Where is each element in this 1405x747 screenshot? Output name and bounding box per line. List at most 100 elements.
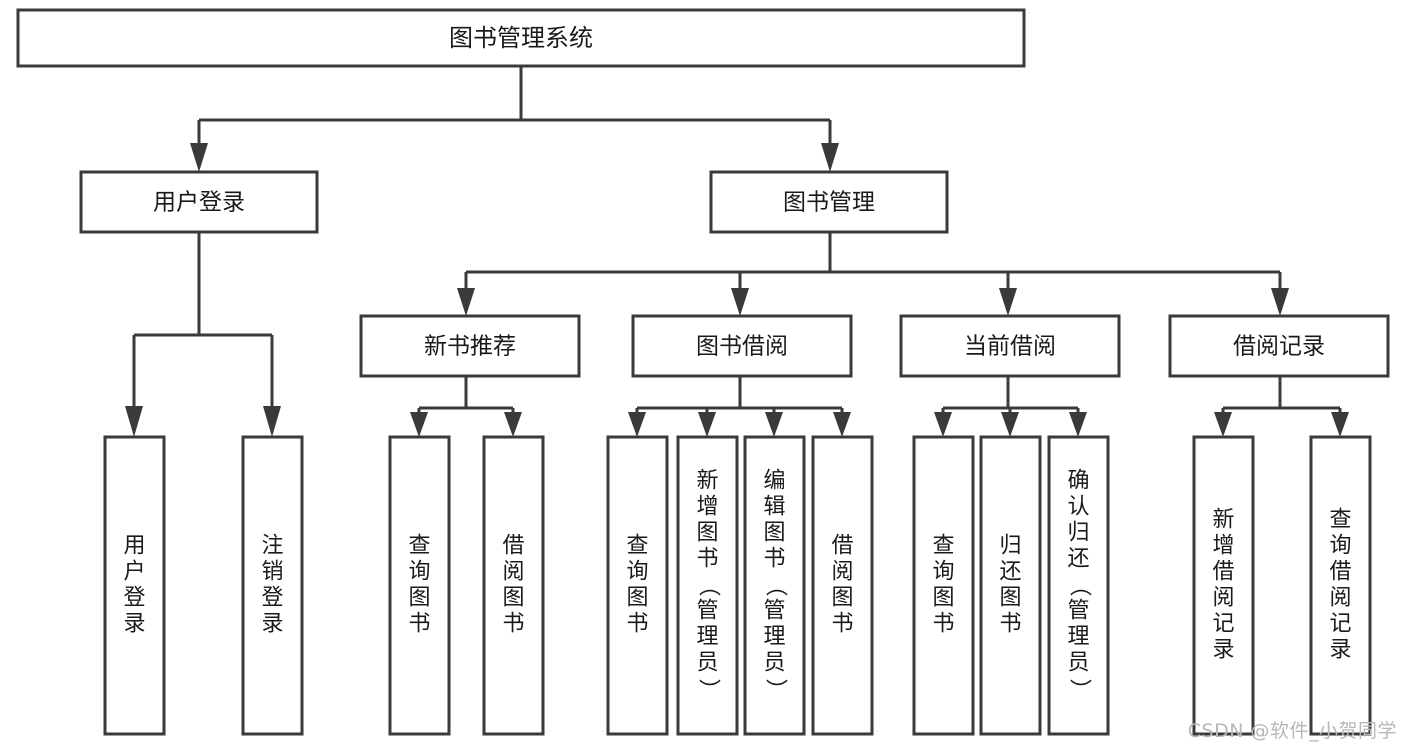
arrow-head-borrow-record bbox=[1271, 288, 1289, 316]
node-box-leaf-return-book[interactable] bbox=[979, 435, 1042, 736]
arrow-head-leaf-edit-book-admin bbox=[765, 412, 783, 437]
node-box-new-book-recommend[interactable] bbox=[359, 314, 581, 378]
svg-text:图: 图 bbox=[502, 586, 524, 611]
node-box-book-borrow[interactable] bbox=[631, 314, 853, 378]
svg-text:管: 管 bbox=[1067, 599, 1089, 624]
node-box-leaf-user-logout[interactable] bbox=[241, 435, 304, 736]
arrow-head-leaf-user-logout bbox=[263, 406, 281, 437]
node-box-leaf-confirm-return-admin[interactable] bbox=[1047, 435, 1110, 736]
svg-text:借: 借 bbox=[1212, 560, 1234, 585]
svg-text:用: 用 bbox=[123, 534, 145, 559]
svg-text:员: 员 bbox=[696, 651, 718, 676]
svg-text:书: 书 bbox=[831, 612, 853, 637]
svg-text:管: 管 bbox=[696, 599, 718, 624]
node-box-leaf-borrow-book-1[interactable] bbox=[482, 435, 545, 736]
node-new-book-recommend[interactable]: 新书推荐 bbox=[359, 314, 581, 378]
arrow-head-leaf-borrow-book-2 bbox=[833, 412, 851, 437]
node-box-leaf-edit-book-admin[interactable] bbox=[743, 435, 806, 736]
node-box-current-borrow[interactable] bbox=[899, 314, 1121, 378]
svg-text:图: 图 bbox=[999, 586, 1021, 611]
svg-text:阅: 阅 bbox=[831, 560, 853, 585]
csdn-watermark: CSDN @软件_小贺同学 bbox=[1187, 720, 1397, 742]
svg-text:增: 增 bbox=[1212, 534, 1234, 559]
node-box-borrow-record[interactable] bbox=[1168, 314, 1390, 378]
svg-text:书: 书 bbox=[408, 612, 430, 637]
svg-text:图: 图 bbox=[696, 521, 718, 546]
node-layer: 图书管理系统用户登录图书管理新书推荐图书借阅当前借阅借阅记录用户登录注销登录查询… bbox=[16, 8, 1390, 736]
node-box-leaf-add-book-admin[interactable] bbox=[676, 435, 739, 736]
node-label-new-book-recommend: 新书推荐 bbox=[424, 334, 516, 360]
svg-text:员: 员 bbox=[1067, 651, 1089, 676]
svg-text:录: 录 bbox=[1329, 638, 1351, 663]
svg-text:登: 登 bbox=[261, 586, 283, 611]
svg-text:询: 询 bbox=[408, 560, 430, 585]
node-root[interactable]: 图书管理系统 bbox=[16, 8, 1026, 68]
svg-text:理: 理 bbox=[763, 625, 785, 650]
node-leaf-user-login[interactable]: 用户登录 bbox=[103, 435, 166, 736]
svg-text:（: （ bbox=[696, 574, 721, 596]
svg-text:询: 询 bbox=[626, 560, 648, 585]
node-box-leaf-query-book-1[interactable] bbox=[388, 435, 451, 736]
node-box-book-manage[interactable] bbox=[709, 170, 949, 234]
node-box-leaf-query-borrow-record[interactable] bbox=[1309, 435, 1372, 736]
node-box-leaf-user-login[interactable] bbox=[103, 435, 166, 736]
svg-text:图: 图 bbox=[408, 586, 430, 611]
node-borrow-record[interactable]: 借阅记录 bbox=[1168, 314, 1390, 378]
svg-text:查: 查 bbox=[932, 534, 954, 559]
svg-text:借: 借 bbox=[502, 534, 524, 559]
svg-text:图: 图 bbox=[932, 586, 954, 611]
svg-text:编: 编 bbox=[763, 469, 785, 494]
arrow-head-leaf-add-borrow-record bbox=[1214, 412, 1232, 437]
svg-text:图: 图 bbox=[626, 586, 648, 611]
node-box-leaf-add-borrow-record[interactable] bbox=[1192, 435, 1255, 736]
arrow-head-leaf-borrow-book-1 bbox=[504, 412, 522, 437]
node-label-borrow-record: 借阅记录 bbox=[1233, 334, 1325, 360]
svg-text:借: 借 bbox=[831, 534, 853, 559]
arrow-head-leaf-confirm-return-admin bbox=[1069, 412, 1087, 437]
svg-text:）: ） bbox=[696, 678, 721, 700]
node-book-manage[interactable]: 图书管理 bbox=[709, 170, 949, 234]
svg-text:录: 录 bbox=[123, 612, 145, 637]
svg-text:阅: 阅 bbox=[1329, 586, 1351, 611]
svg-text:录: 录 bbox=[261, 612, 283, 637]
node-user-login[interactable]: 用户登录 bbox=[79, 170, 319, 234]
node-box-leaf-query-book-2[interactable] bbox=[606, 435, 669, 736]
svg-text:查: 查 bbox=[626, 534, 648, 559]
svg-text:销: 销 bbox=[261, 560, 283, 585]
svg-text:书: 书 bbox=[763, 547, 785, 572]
svg-text:询: 询 bbox=[1329, 534, 1351, 559]
node-box-user-login[interactable] bbox=[79, 170, 319, 234]
arrow-head-leaf-return-book bbox=[1001, 412, 1019, 437]
svg-text:户: 户 bbox=[123, 560, 145, 585]
node-label-user-login: 用户登录 bbox=[153, 190, 245, 216]
node-box-root[interactable] bbox=[16, 8, 1026, 68]
svg-text:注: 注 bbox=[261, 534, 283, 559]
node-book-borrow[interactable]: 图书借阅 bbox=[631, 314, 853, 378]
svg-text:书: 书 bbox=[502, 612, 524, 637]
node-current-borrow[interactable]: 当前借阅 bbox=[899, 314, 1121, 378]
arrow-head-leaf-query-book-3 bbox=[934, 412, 952, 437]
node-box-leaf-query-book-3[interactable] bbox=[912, 435, 975, 736]
svg-text:书: 书 bbox=[626, 612, 648, 637]
svg-text:确: 确 bbox=[1067, 469, 1089, 494]
node-box-leaf-borrow-book-2[interactable] bbox=[811, 435, 874, 736]
